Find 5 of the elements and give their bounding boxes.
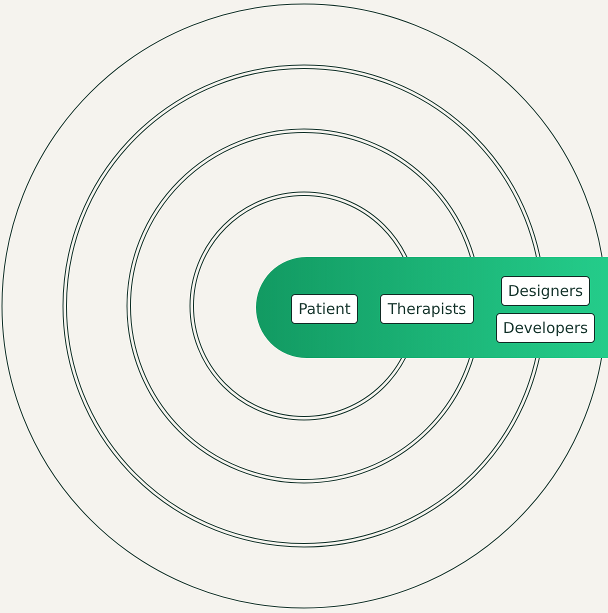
label-tag: Developers	[496, 313, 595, 343]
label-tag: Designers	[501, 276, 590, 306]
gradient-band	[256, 257, 608, 358]
label-tag: Patient	[291, 294, 358, 324]
label-tag: Therapists	[380, 294, 474, 324]
